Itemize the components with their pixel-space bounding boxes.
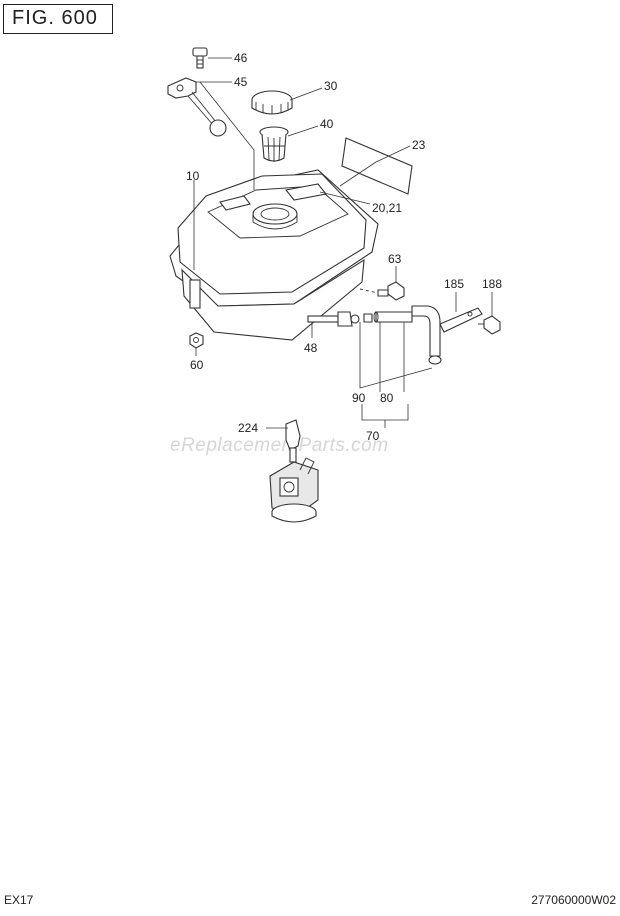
fuel-cap-30 bbox=[251, 90, 293, 115]
callout-48: 48 bbox=[304, 341, 318, 355]
fuel-pipe-90 bbox=[363, 313, 373, 323]
screw-46 bbox=[192, 47, 208, 69]
carburetor-assembly bbox=[269, 457, 319, 523]
fuel-cock-48 bbox=[307, 311, 360, 327]
callout-labels: 46 45 30 40 23 10 20,21 63 185 188 48 60… bbox=[186, 51, 502, 443]
watermark: eReplacementParts.com bbox=[170, 435, 389, 456]
callout-30: 30 bbox=[324, 79, 338, 93]
strainer-40 bbox=[259, 126, 289, 162]
fitting-224 bbox=[285, 419, 301, 463]
callout-60: 60 bbox=[190, 358, 204, 372]
callout-23: 23 bbox=[412, 138, 426, 152]
callout-20-21: 20,21 bbox=[372, 201, 402, 215]
callout-46: 46 bbox=[234, 51, 248, 65]
fuel-tank-10 bbox=[169, 169, 379, 341]
leader-lines bbox=[193, 57, 493, 429]
document-number: 277060000W02 bbox=[531, 893, 616, 907]
figure-title: FIG. 600 bbox=[3, 4, 113, 34]
callout-45: 45 bbox=[234, 75, 248, 89]
callout-80: 80 bbox=[380, 391, 394, 405]
bolt-188 bbox=[478, 315, 501, 335]
model-number: EX17 bbox=[4, 893, 34, 907]
callout-185: 185 bbox=[444, 277, 464, 291]
clamp-185 bbox=[439, 307, 483, 333]
callout-90: 90 bbox=[352, 391, 366, 405]
callout-40: 40 bbox=[320, 117, 334, 131]
callout-188: 188 bbox=[482, 277, 502, 291]
callout-10: 10 bbox=[186, 169, 200, 183]
label-23 bbox=[341, 137, 413, 195]
callout-70: 70 bbox=[366, 429, 380, 443]
nut-60 bbox=[189, 332, 204, 349]
bracket-45 bbox=[167, 77, 227, 137]
callout-63: 63 bbox=[388, 252, 402, 266]
fuel-line-elbow bbox=[411, 305, 442, 365]
callout-224: 224 bbox=[238, 421, 258, 435]
bolt-63 bbox=[359, 281, 405, 301]
fuel-pipe-80 bbox=[373, 311, 413, 323]
